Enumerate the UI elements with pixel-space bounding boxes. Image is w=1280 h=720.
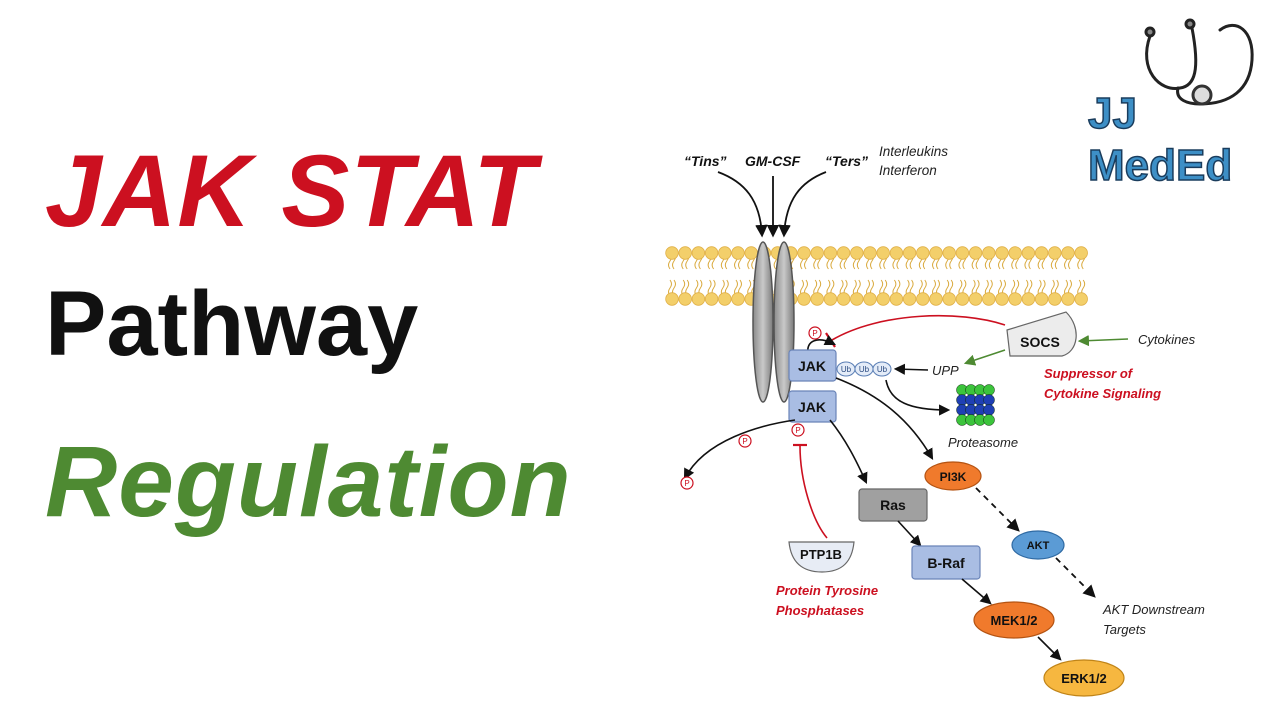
socs-inhibit-bar bbox=[825, 332, 836, 348]
arrow-to-proteasome bbox=[885, 379, 951, 416]
arrow-socs-to-upp bbox=[963, 349, 1006, 366]
socs-inhibit-line bbox=[831, 314, 1006, 341]
arrow-cytokines-to-socs bbox=[1077, 335, 1129, 347]
arrow-braf-to-mek bbox=[961, 578, 992, 605]
arrow-ras-to-braf bbox=[897, 520, 922, 547]
jak-bottom-node: JAK bbox=[788, 390, 837, 423]
receptor-left bbox=[752, 241, 774, 403]
svg-text:Ras: Ras bbox=[880, 497, 906, 513]
ras-node: Ras bbox=[858, 488, 928, 522]
phospho-marker-free: P bbox=[680, 476, 694, 490]
arrow-mek-to-erk bbox=[1037, 636, 1062, 661]
svg-text:Ub: Ub bbox=[841, 365, 852, 374]
ptp1b-node: PTP1B bbox=[788, 541, 855, 573]
title-regulation: Regulation bbox=[45, 426, 572, 538]
akt-node: AKT bbox=[1011, 530, 1065, 560]
arrow-jak-to-ras bbox=[829, 419, 868, 485]
svg-text:SOCS: SOCS bbox=[1020, 334, 1060, 350]
arrow-jak-to-pi3k bbox=[835, 377, 934, 460]
arrow-tins bbox=[717, 171, 768, 238]
svg-text:B-Raf: B-Raf bbox=[927, 555, 965, 571]
logo-text-jj: JJ bbox=[1087, 89, 1137, 138]
label-interferon: Interferon bbox=[879, 163, 937, 178]
svg-text:P: P bbox=[742, 437, 747, 446]
svg-text:PI3K: PI3K bbox=[940, 470, 967, 484]
arrow-upp-to-ub bbox=[893, 363, 929, 375]
svg-text:P: P bbox=[795, 426, 800, 435]
label-socs-desc-2: Cytokine Signaling bbox=[1044, 386, 1161, 401]
title-jak-stat: JAK STAT bbox=[45, 134, 537, 248]
socs-node: SOCS bbox=[1006, 311, 1077, 357]
title-pathway: Pathway bbox=[45, 273, 419, 375]
label-akt-targets-2: Targets bbox=[1103, 622, 1146, 637]
ubiquitin-chain: Ub Ub Ub bbox=[836, 361, 892, 377]
svg-text:P: P bbox=[812, 329, 817, 338]
label-socs-desc-1: Suppressor of bbox=[1044, 366, 1134, 381]
mek-node: MEK1/2 bbox=[973, 601, 1055, 639]
arrow-akt-to-targets bbox=[1055, 557, 1096, 598]
pi3k-node: PI3K bbox=[924, 461, 982, 491]
svg-text:JAK: JAK bbox=[798, 399, 826, 415]
label-ptp-desc-2: Phosphatases bbox=[776, 603, 864, 618]
svg-text:Ub: Ub bbox=[859, 365, 870, 374]
label-cytokines: Cytokines bbox=[1138, 332, 1196, 347]
svg-text:AKT: AKT bbox=[1027, 540, 1050, 552]
phospho-marker-mid: P bbox=[738, 434, 752, 448]
braf-node: B-Raf bbox=[911, 545, 981, 580]
svg-text:JAK: JAK bbox=[798, 358, 826, 374]
label-upp: UPP bbox=[932, 363, 959, 378]
phospho-marker-top: P bbox=[808, 326, 822, 340]
proteasome-icon bbox=[956, 384, 995, 426]
cell-membrane bbox=[665, 246, 1088, 306]
label-akt-targets-1: AKT Downstream bbox=[1102, 602, 1205, 617]
jak-top-node: JAK bbox=[788, 349, 837, 382]
label-proteasome: Proteasome bbox=[948, 435, 1018, 450]
phospho-marker-jak: P bbox=[791, 423, 805, 437]
erk-node: ERK1/2 bbox=[1043, 659, 1125, 697]
svg-text:Ub: Ub bbox=[877, 365, 888, 374]
ptp1b-inhibit-line bbox=[799, 445, 828, 539]
label-gmcsf: GM-CSF bbox=[745, 153, 801, 169]
svg-text:ERK1/2: ERK1/2 bbox=[1061, 671, 1107, 686]
label-tins: “Tins” bbox=[684, 153, 727, 169]
label-ptp-desc-1: Protein Tyrosine bbox=[776, 583, 878, 598]
stethoscope-icon bbox=[1144, 18, 1254, 106]
arrow-ters bbox=[778, 171, 827, 238]
label-ters: “Ters” bbox=[825, 153, 868, 169]
label-interleukins: Interleukins bbox=[879, 144, 948, 159]
arrow-jak-phosphorylation bbox=[683, 419, 796, 480]
svg-text:P: P bbox=[684, 479, 689, 488]
svg-text:PTP1B: PTP1B bbox=[800, 547, 842, 562]
svg-text:MEK1/2: MEK1/2 bbox=[991, 613, 1038, 628]
logo-text-meded: MedEd bbox=[1087, 141, 1233, 190]
arrow-pi3k-to-akt bbox=[975, 487, 1020, 532]
